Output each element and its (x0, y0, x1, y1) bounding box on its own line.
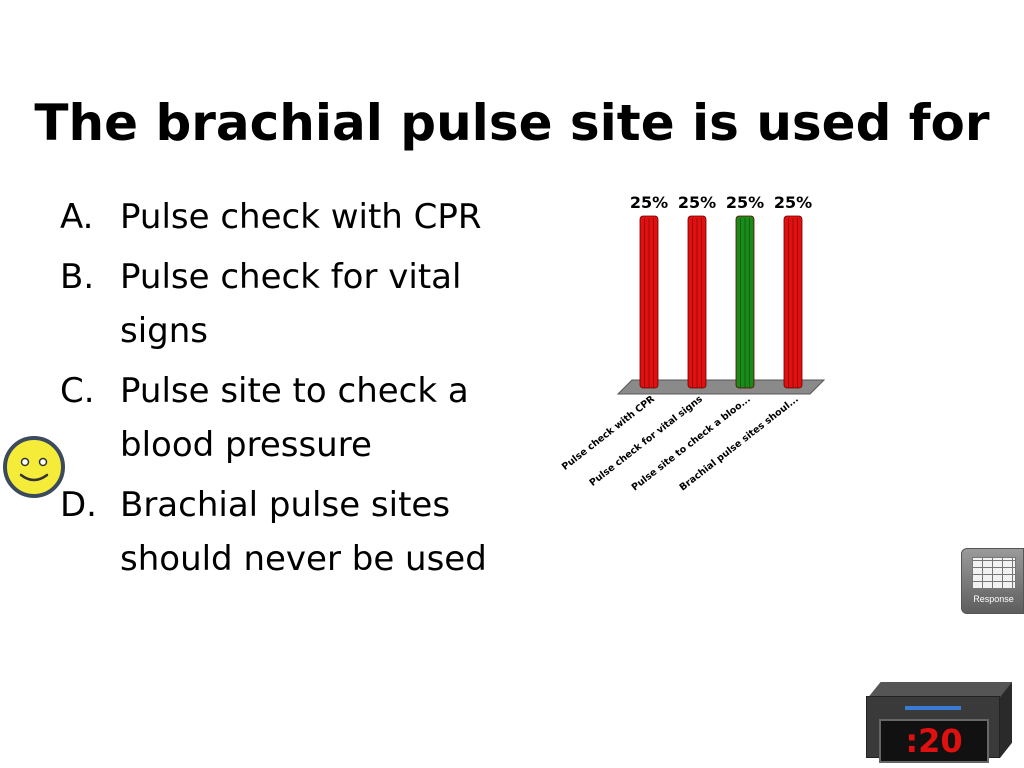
timer-value: :20 (879, 719, 989, 763)
response-button[interactable]: Response (961, 548, 1024, 614)
chart-bar (783, 215, 803, 389)
bar-data-label: 25% (678, 193, 716, 212)
option-letter: C. (60, 371, 95, 411)
option-c: C. Pulse site to check a blood pressure (60, 364, 500, 472)
timer-top (866, 682, 1012, 700)
option-letter: B. (60, 257, 95, 297)
option-d: D. Brachial pulse sites should never be u… (60, 478, 500, 586)
option-letter: A. (60, 197, 94, 237)
smiley-icon (3, 436, 65, 498)
response-button-label: Response (973, 594, 1014, 604)
option-text: Pulse check for vital signs (120, 257, 462, 351)
option-text: Pulse site to check a blood pressure (120, 371, 469, 465)
chart-floor (616, 379, 826, 395)
countdown-timer: :20 (866, 682, 1012, 763)
option-text: Pulse check with CPR (120, 197, 482, 237)
question-title: The brachial pulse site is used for (34, 93, 990, 152)
chart-bar (639, 215, 659, 389)
category-label: Pulse check with CPR (560, 393, 657, 473)
timer-indicator (905, 706, 961, 710)
timer-side (1000, 682, 1012, 758)
bar-data-label: 25% (726, 193, 764, 212)
option-b: B. Pulse check for vital signs (60, 250, 500, 358)
chart-bar (735, 215, 755, 389)
bar-data-label: 25% (774, 193, 812, 212)
option-text: Brachial pulse sites should never be use… (120, 485, 487, 579)
chart-bar (687, 215, 707, 389)
option-letter: D. (60, 485, 97, 525)
option-a: A. Pulse check with CPR (60, 190, 500, 244)
grid-icon (972, 557, 1016, 589)
answer-options: A. Pulse check with CPR B. Pulse check for… (60, 190, 500, 592)
bar-data-label: 25% (630, 193, 668, 212)
timer-front: :20 (866, 696, 1000, 763)
